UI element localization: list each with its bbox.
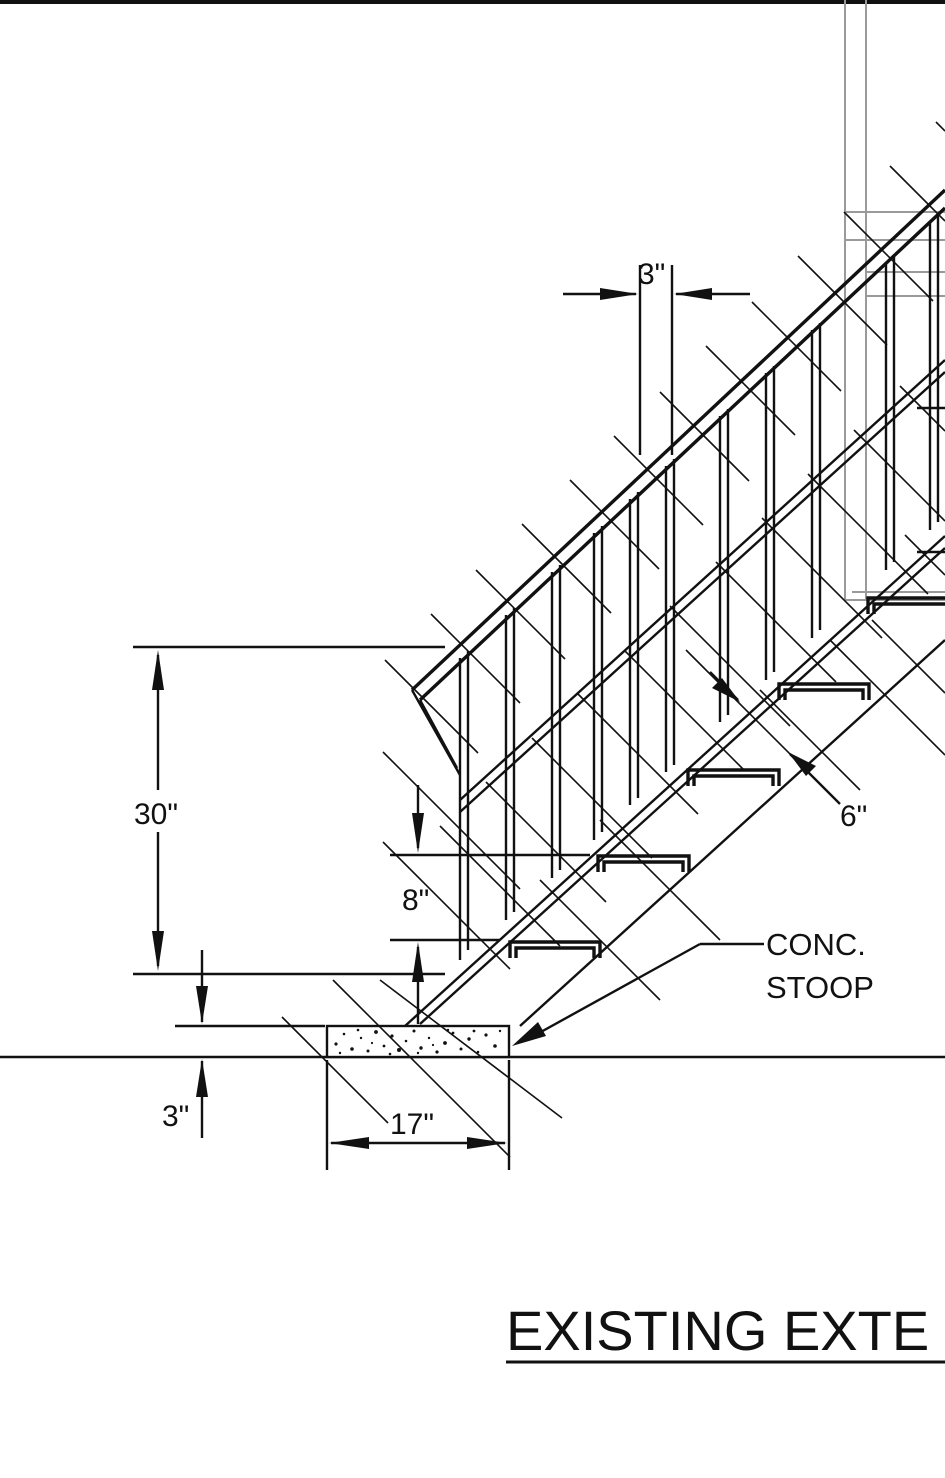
- stoop-leader: [512, 942, 764, 1046]
- tread-channels: [508, 406, 945, 958]
- post-width-label: 3": [638, 258, 665, 291]
- rail-height-dimension: [133, 645, 445, 976]
- stoop-width-dimension: [325, 1060, 511, 1170]
- tread-depth-dimension: [709, 671, 841, 805]
- riser-label: 8": [402, 884, 429, 917]
- stoop-note-line2: STOOP: [766, 970, 874, 1005]
- tread-depth-label: 6": [840, 800, 867, 833]
- handrail: [410, 188, 945, 776]
- concrete-stoop: [325, 1024, 511, 1059]
- stoop-width-label: 17": [390, 1108, 434, 1141]
- stair-hatch-lines: [281, 121, 945, 1158]
- post-width-dimension: [563, 265, 750, 455]
- stoop-thickness-label: 3": [162, 1100, 189, 1133]
- rail-height-label: 30": [134, 798, 178, 831]
- stoop-thickness-dimension: [175, 950, 325, 1138]
- riser-dimension: [390, 785, 590, 1024]
- drawing-title: EXISTING EXTE: [506, 1299, 929, 1362]
- stair-stringer: [404, 359, 945, 1027]
- balusters: [458, 214, 940, 960]
- stoop-note-line1: CONC.: [766, 927, 866, 962]
